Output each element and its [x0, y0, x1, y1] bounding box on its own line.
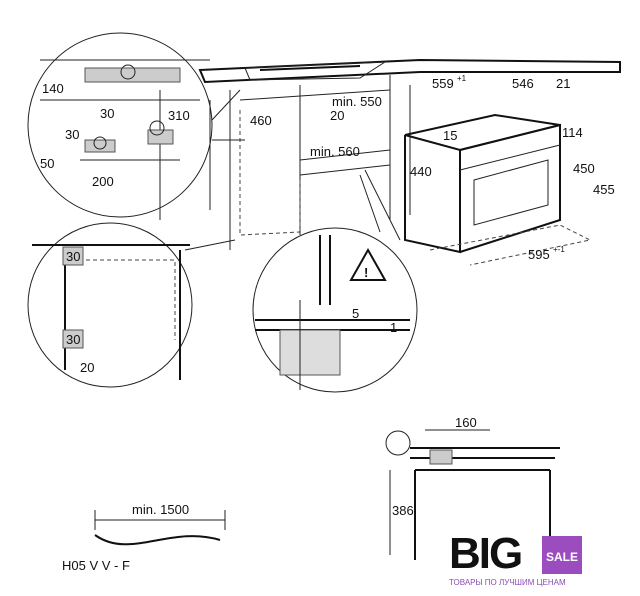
dim-21: 21	[556, 76, 570, 91]
dim-1: 1	[390, 320, 397, 335]
dim-min-560: min. 560	[310, 144, 360, 159]
dim-140: 140	[42, 81, 64, 96]
dim-30: 30	[66, 332, 80, 347]
detail-circle-side	[27, 222, 193, 388]
dim-455: 455	[593, 182, 615, 197]
warning-icon	[349, 247, 387, 281]
power-icon	[120, 64, 136, 80]
cable-type: H05 V V - F	[62, 558, 130, 573]
dim-20: 20	[330, 108, 344, 123]
cable-drawing	[94, 510, 226, 546]
dim-30: 30	[66, 249, 80, 264]
dim-559: 559	[432, 76, 454, 91]
dim-460: 460	[250, 113, 272, 128]
dim-160: 160	[455, 415, 477, 430]
cabinet-drawing	[159, 58, 621, 250]
dim-30: 30	[65, 127, 79, 142]
dim-5: 5	[352, 306, 359, 321]
dim-20: 20	[80, 360, 94, 375]
dim-450: 450	[573, 161, 595, 176]
dim-15: 15	[443, 128, 457, 143]
dim-310: 310	[168, 108, 190, 123]
dim-50: 50	[40, 156, 54, 171]
dim-595-tolerance: +-1	[553, 245, 565, 254]
detail-circle-mounting	[252, 227, 418, 393]
dim-min-550: min. 550	[332, 94, 382, 109]
dim-559-tolerance: +1	[457, 74, 467, 83]
dim-114: 114	[562, 125, 583, 140]
power-icon	[385, 430, 411, 456]
dim-200: 200	[92, 174, 114, 189]
bigsale-logo: BIG SALE ТОВАРЫ ПО ЛУЧШИМ ЦЕНАМ	[449, 529, 589, 592]
dim-595: 595	[528, 247, 550, 262]
logo-sale: SALE	[542, 536, 582, 574]
svg-text:!: !	[364, 265, 368, 280]
logo-tagline: ТОВАРЫ ПО ЛУЧШИМ ЦЕНАМ	[449, 578, 566, 587]
oven-drawing	[404, 113, 592, 266]
logo-big: BIG	[449, 529, 523, 578]
dim-546: 546	[512, 76, 534, 91]
power-icon	[93, 136, 107, 150]
power-icon	[149, 120, 165, 136]
dim-386: 386	[392, 503, 414, 518]
dim-440: 440	[410, 164, 432, 179]
cable-length: min. 1500	[132, 502, 189, 517]
dim-30: 30	[100, 106, 114, 121]
detail-circle-power	[27, 32, 213, 218]
